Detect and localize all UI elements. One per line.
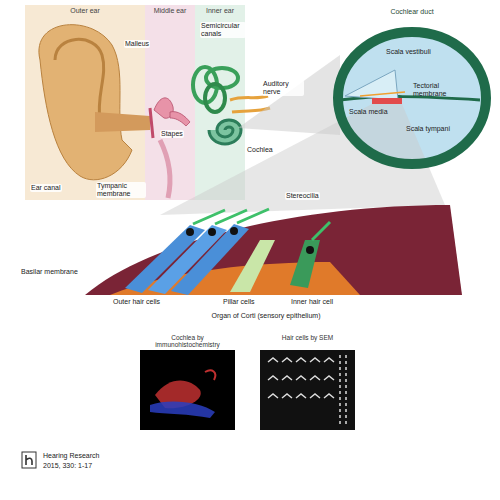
image-panel: Hair cells by SEM [260, 332, 355, 430]
part-label: Organ of Corti (sensory epithelium) [160, 312, 372, 320]
part-label: Stapes [160, 130, 184, 138]
tectorial-membrane [360, 92, 405, 96]
micrograph [260, 350, 355, 430]
part-label: Ear canal [30, 184, 62, 192]
region-band: Middle ear [145, 5, 195, 19]
semicircular-canal [205, 84, 225, 112]
part-label: Inner hair cell [290, 298, 334, 306]
duct-outline [332, 6, 492, 172]
part-label: Tectorial membrane [412, 82, 469, 98]
part-label: Outer hair cells [112, 298, 161, 306]
panel-caption: Cochlea by immunohistochemistry [140, 332, 235, 348]
part-label: Semicircular canals [200, 22, 246, 38]
logo-mark [26, 455, 32, 465]
image-panel: Cochlea by immunohistochemistry [140, 332, 235, 430]
part-label: Tympanic membrane [96, 182, 146, 198]
part-label: Scala vestibuli [385, 48, 432, 56]
outer-band [25, 5, 145, 200]
part-label: Pillar cells [222, 298, 256, 306]
organ-ground [85, 205, 462, 295]
stain [150, 401, 215, 418]
source-note: Hearing Research [42, 452, 100, 460]
stain [205, 370, 215, 380]
logo-mark [22, 452, 36, 468]
auricle-ridge [55, 39, 104, 120]
region-band: Inner ear [195, 5, 245, 19]
region-title: Middle ear [145, 5, 195, 14]
region-title: Outer ear [25, 5, 145, 14]
sem-pattern [268, 355, 346, 425]
micrograph [140, 350, 235, 430]
tympanic-membrane [150, 108, 153, 138]
middle-band [145, 5, 195, 200]
region-title: Cochlear duct [332, 6, 492, 15]
organ-mark [372, 98, 402, 104]
part-label: Cochlea [246, 146, 274, 154]
part-label: Basilar membrane [20, 268, 79, 276]
part-label: Stereocilia [285, 192, 320, 200]
cochlea [209, 120, 241, 144]
source-note: 2015, 330: 1-17 [42, 462, 93, 470]
ear-canal [95, 112, 150, 132]
panel-caption: Hair cells by SEM [260, 332, 355, 341]
inner-hair-cell [290, 222, 330, 288]
part-label: Scala tympani [405, 125, 451, 133]
eustachian-tube [160, 140, 170, 198]
part-label: Malleus [124, 40, 150, 48]
duct-circle: Cochlear duct [332, 6, 492, 172]
region-title: Inner ear [195, 5, 245, 14]
zoom-wedge [238, 55, 340, 135]
part-label: Scala media [348, 108, 389, 116]
region-band: Outer ear [25, 5, 145, 19]
pillar-cells [230, 240, 275, 292]
part-label: Auditory nerve [262, 80, 304, 96]
ossicle [170, 112, 190, 126]
auricle [39, 25, 132, 180]
